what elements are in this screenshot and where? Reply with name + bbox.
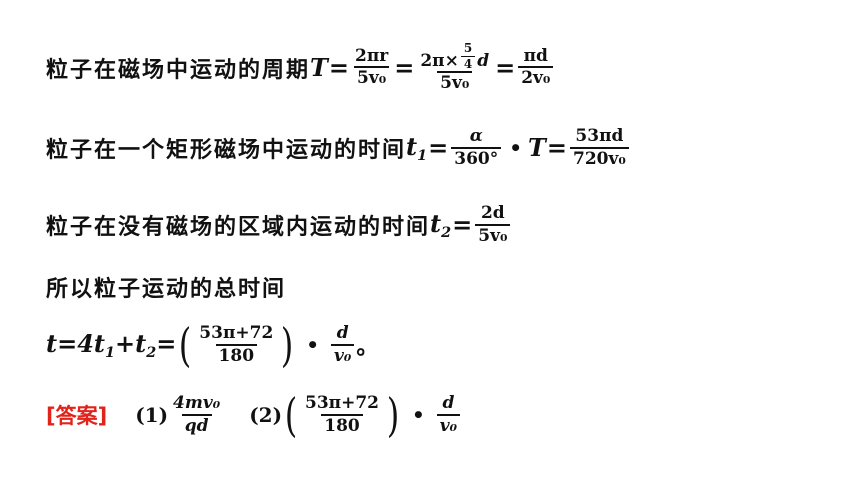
- period-fraction-2: 2π× 5 4 d 5v₀: [417, 41, 492, 94]
- fraction-denominator: v₀: [436, 413, 461, 436]
- right-paren: ): [280, 318, 294, 372]
- nested-denominator: 4: [460, 55, 476, 71]
- fraction-numerator: 4mv₀: [173, 393, 221, 414]
- fraction-numerator: 2π× 5 4 d: [417, 41, 492, 71]
- equals-sign: =: [394, 53, 415, 83]
- time-free-text: 粒子在没有磁场的区域内运动的时间: [46, 214, 431, 240]
- total-fraction-2: d v₀: [331, 323, 355, 366]
- total-time-text: 所以粒子运动的总时间: [46, 277, 287, 302]
- answer-label: [答案]: [46, 404, 108, 428]
- fraction-denominator: 5v₀: [354, 66, 390, 88]
- time-rect-line: 粒子在一个矩形磁场中运动的时间 t1 = α 360° • T = 53πd 7…: [46, 126, 631, 169]
- period-symbol-T: T: [528, 133, 546, 163]
- fraction-numerator: d: [442, 393, 455, 414]
- fraction-denominator: 2v₀: [518, 66, 554, 88]
- period-fraction-3: πd 2v₀: [518, 45, 554, 89]
- time-symbol-t2: t2: [430, 209, 451, 241]
- subscript: 1: [417, 146, 428, 164]
- equals-sign: =: [452, 210, 473, 240]
- fraction-denominator: 5v₀: [437, 71, 473, 93]
- var-t: t: [430, 208, 442, 238]
- numerator-part: d: [477, 50, 490, 71]
- fraction-denominator: 180: [215, 343, 258, 366]
- fraction-numerator: 53π+72: [304, 393, 379, 414]
- time-rect-fraction: 53πd 720v₀: [570, 126, 629, 169]
- left-paren: (: [179, 318, 192, 372]
- time-free-fraction: 2d 5v₀: [475, 203, 511, 246]
- var-t: t: [406, 131, 418, 161]
- answer-line: [答案] (1) 4mv₀ qd (2) ( 53π+72 180 ) • d …: [46, 392, 462, 438]
- subscript: 2: [146, 344, 157, 362]
- answer-part-2-label: (2): [249, 403, 283, 427]
- total-fraction-1: 53π+72 180: [196, 323, 276, 366]
- formula-expr: t=4t1+t2=: [46, 329, 176, 361]
- answer-2-fraction: 53π+72 180: [302, 393, 382, 436]
- fraction-denominator: 5v₀: [475, 223, 511, 246]
- right-paren: ): [386, 388, 400, 442]
- fraction-denominator: 360°: [451, 146, 502, 169]
- total-time-line: 所以粒子运动的总时间: [46, 271, 286, 303]
- dot-operator: •: [509, 135, 523, 160]
- period-fraction-1: 2πr 5v₀: [352, 45, 391, 89]
- expr-part: t=4t: [46, 328, 105, 358]
- fraction-denominator: qd: [181, 413, 212, 436]
- fraction-numerator: 2d: [480, 203, 505, 223]
- nested-numerator: 5: [463, 41, 473, 55]
- period-symbol-T: T: [310, 53, 328, 83]
- time-symbol-t1: t1: [406, 132, 427, 164]
- fraction-denominator: 720v₀: [570, 146, 629, 169]
- answer-part-1-label: (1): [135, 403, 169, 427]
- answer-3-fraction: d v₀: [436, 393, 461, 436]
- equals-sign: =: [546, 133, 567, 163]
- fraction-numerator: πd: [523, 45, 548, 66]
- period-line: 粒子在磁场中运动的周期 T = 2πr 5v₀ = 2π× 5 4 d 5v₀ …: [46, 41, 555, 94]
- left-paren: (: [284, 388, 298, 442]
- fraction-numerator: 53πd: [575, 126, 624, 146]
- equals-sign: =: [328, 53, 349, 83]
- numerator-part: 2π×: [420, 50, 459, 71]
- answer-1-fraction: 4mv₀ qd: [170, 393, 223, 436]
- total-formula-line: t=4t1+t2= ( 53π+72 180 ) • d v₀ 。: [46, 322, 380, 368]
- fraction-denominator: 180: [321, 413, 363, 436]
- equals-sign: =: [156, 328, 177, 358]
- time-rect-text: 粒子在一个矩形磁场中运动的时间: [46, 137, 407, 163]
- dot-operator: •: [306, 333, 320, 357]
- period-mark: 。: [356, 335, 381, 360]
- subscript: 2: [441, 223, 452, 241]
- angle-fraction: α 360°: [451, 126, 502, 169]
- period-text: 粒子在磁场中运动的周期: [46, 57, 311, 83]
- time-free-line: 粒子在没有磁场的区域内运动的时间 t2 = 2d 5v₀: [46, 203, 512, 246]
- equals-sign: =: [495, 53, 516, 83]
- subscript: 1: [104, 344, 115, 362]
- dot-operator: •: [411, 403, 425, 427]
- fraction-numerator: 53π+72: [199, 323, 274, 344]
- expr-part: +t: [115, 328, 147, 358]
- fraction-numerator: 2πr: [354, 45, 389, 66]
- fraction-denominator: v₀: [331, 343, 355, 366]
- fraction-numerator: α: [469, 126, 483, 146]
- equals-sign: =: [428, 133, 449, 163]
- nested-fraction: 5 4: [460, 41, 476, 71]
- fraction-numerator: d: [336, 323, 349, 344]
